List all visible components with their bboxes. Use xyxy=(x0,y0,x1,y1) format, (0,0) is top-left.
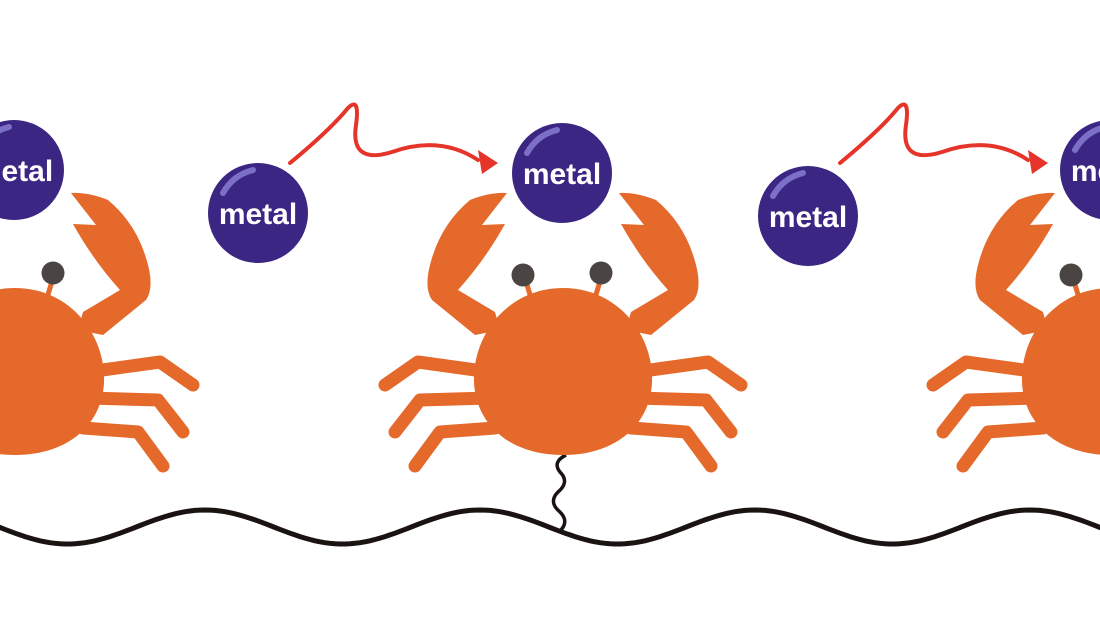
arrowhead-icon xyxy=(478,150,498,174)
transfer-arrow-2 xyxy=(838,102,1030,165)
metal-label: metal xyxy=(219,198,297,231)
polymer-backbone-line xyxy=(0,507,1100,547)
tether-spring xyxy=(551,453,567,534)
arrowhead-icon xyxy=(1028,150,1048,174)
metal-ball-bound-right: metal xyxy=(1060,120,1100,220)
metal-label: metal xyxy=(0,155,53,188)
metal-label: metal xyxy=(1071,155,1100,188)
metal-label: metal xyxy=(769,201,847,234)
crab-left xyxy=(0,193,193,466)
transfer-arrow-1 xyxy=(288,102,480,165)
crab-right xyxy=(933,193,1100,466)
metal-ball-free-2: metal xyxy=(758,166,858,266)
metal-label: metal xyxy=(523,158,601,191)
metal-ball-free-1: metal xyxy=(208,163,308,263)
metal-ball-bound-center: metal xyxy=(512,123,612,223)
metal-ball-bound-left: metal xyxy=(0,120,64,220)
crab-center xyxy=(385,193,741,466)
